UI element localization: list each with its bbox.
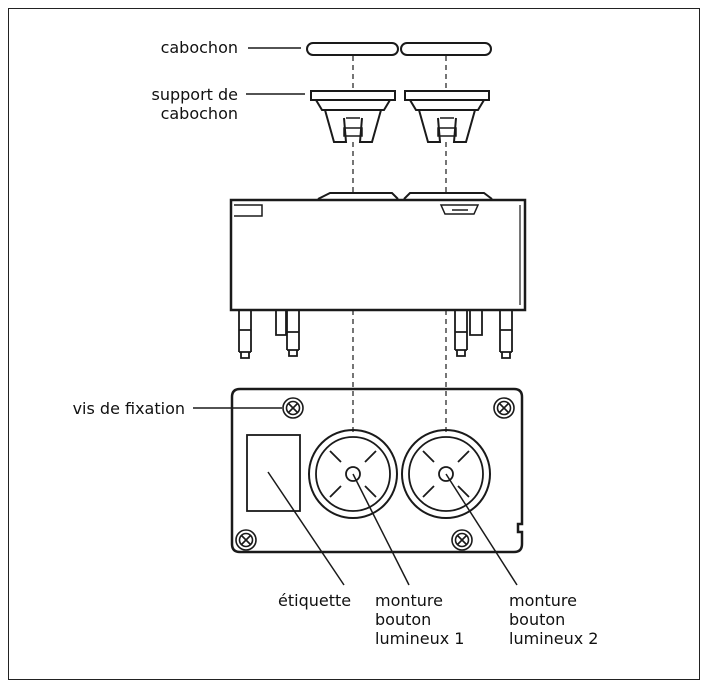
cabochon-2 bbox=[400, 42, 492, 56]
label-support-line1: support de bbox=[151, 85, 238, 104]
screw-bottom-left bbox=[235, 529, 257, 551]
label-vis-de-fixation: vis de fixation bbox=[72, 399, 185, 418]
leader-lines bbox=[193, 47, 518, 586]
module-base bbox=[230, 387, 524, 554]
label-monture-1-line1: monture bbox=[375, 591, 443, 610]
module-body bbox=[229, 192, 527, 312]
label-monture-2-line1: monture bbox=[509, 591, 577, 610]
diagram-frame bbox=[8, 8, 700, 680]
label-support-line2: cabochon bbox=[160, 104, 238, 123]
connector-pins bbox=[238, 310, 513, 359]
alignment-axes bbox=[352, 56, 447, 432]
label-etiquette: étiquette bbox=[278, 591, 352, 610]
screw-top-right bbox=[493, 397, 515, 419]
label-monture-1-line3: lumineux 1 bbox=[375, 629, 465, 648]
label-monture-2: monture bouton lumineux 2 bbox=[509, 591, 598, 648]
label-cabochon: cabochon bbox=[160, 38, 238, 57]
support-cabochon-1 bbox=[310, 90, 396, 143]
cabochon-1 bbox=[306, 42, 399, 56]
label-support-cabochon: support de cabochon bbox=[108, 85, 238, 123]
label-monture-2-line3: lumineux 2 bbox=[509, 629, 599, 648]
screw-top-left bbox=[282, 397, 304, 419]
etiquette-area bbox=[246, 434, 301, 512]
label-monture-1-line2: bouton bbox=[375, 610, 432, 629]
label-monture-1: monture bouton lumineux 1 bbox=[375, 591, 464, 648]
screw-bottom-right bbox=[451, 529, 473, 551]
support-cabochon-2 bbox=[404, 90, 490, 143]
label-monture-2-line2: bouton bbox=[509, 610, 566, 629]
